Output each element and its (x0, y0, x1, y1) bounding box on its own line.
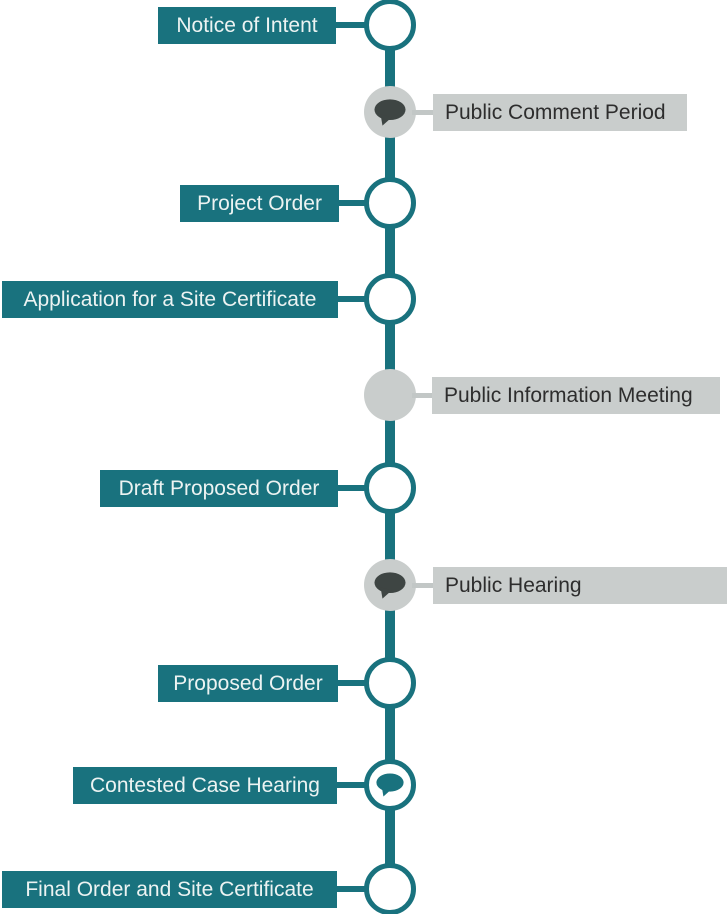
stage-label-project-order: Project Order (180, 185, 339, 222)
milestone-circle (364, 462, 416, 514)
stage-label-notice-of-intent: Notice of Intent (158, 7, 336, 44)
milestone-circle (364, 273, 416, 325)
stage-connector (412, 110, 433, 115)
timeline-stage: Application for a Site Certificate (0, 273, 727, 325)
public-event-circle (364, 369, 416, 421)
public-event-circle (364, 559, 416, 611)
stage-connector (334, 782, 368, 788)
timeline-stage: Public Information Meeting (0, 369, 727, 421)
speech-bubble-icon (374, 98, 406, 126)
speech-bubble-icon (374, 571, 406, 599)
stage-label-draft-proposed-order: Draft Proposed Order (100, 470, 338, 507)
timeline-stage: Contested Case Hearing (0, 759, 727, 811)
stage-connector (334, 886, 368, 892)
timeline-stage: Final Order and Site Certificate (0, 863, 727, 914)
milestone-circle (364, 0, 416, 51)
milestone-circle (364, 177, 416, 229)
public-event-circle (364, 86, 416, 138)
stage-connector (334, 296, 368, 302)
timeline-spine (385, 24, 395, 890)
stage-connector (334, 200, 368, 206)
speech-bubble-icon (376, 773, 404, 797)
timeline-stage: Project Order (0, 177, 727, 229)
stage-connector (412, 583, 433, 588)
timeline-stage: Notice of Intent (0, 0, 727, 51)
timeline-stage: Draft Proposed Order (0, 462, 727, 514)
milestone-circle (364, 863, 416, 914)
stage-label-public-comment-period: Public Comment Period (433, 94, 687, 131)
stage-label-proposed-order: Proposed Order (158, 665, 338, 702)
stage-label-contested-case-hearing: Contested Case Hearing (73, 767, 337, 804)
timeline-stage: Public Comment Period (0, 86, 727, 138)
stage-label-public-hearing: Public Hearing (433, 567, 727, 604)
stage-connector (334, 22, 368, 28)
stage-connector (334, 485, 368, 491)
milestone-circle (364, 657, 416, 709)
stage-connector (412, 393, 433, 398)
timeline-stage: Proposed Order (0, 657, 727, 709)
stage-connector (334, 680, 368, 686)
stage-label-application-site-certificate: Application for a Site Certificate (2, 281, 338, 318)
stage-label-final-order-site-certificate: Final Order and Site Certificate (2, 871, 337, 908)
stage-label-public-information-meeting: Public Information Meeting (432, 377, 720, 414)
timeline-stage: Public Hearing (0, 559, 727, 611)
milestone-circle (364, 759, 416, 811)
